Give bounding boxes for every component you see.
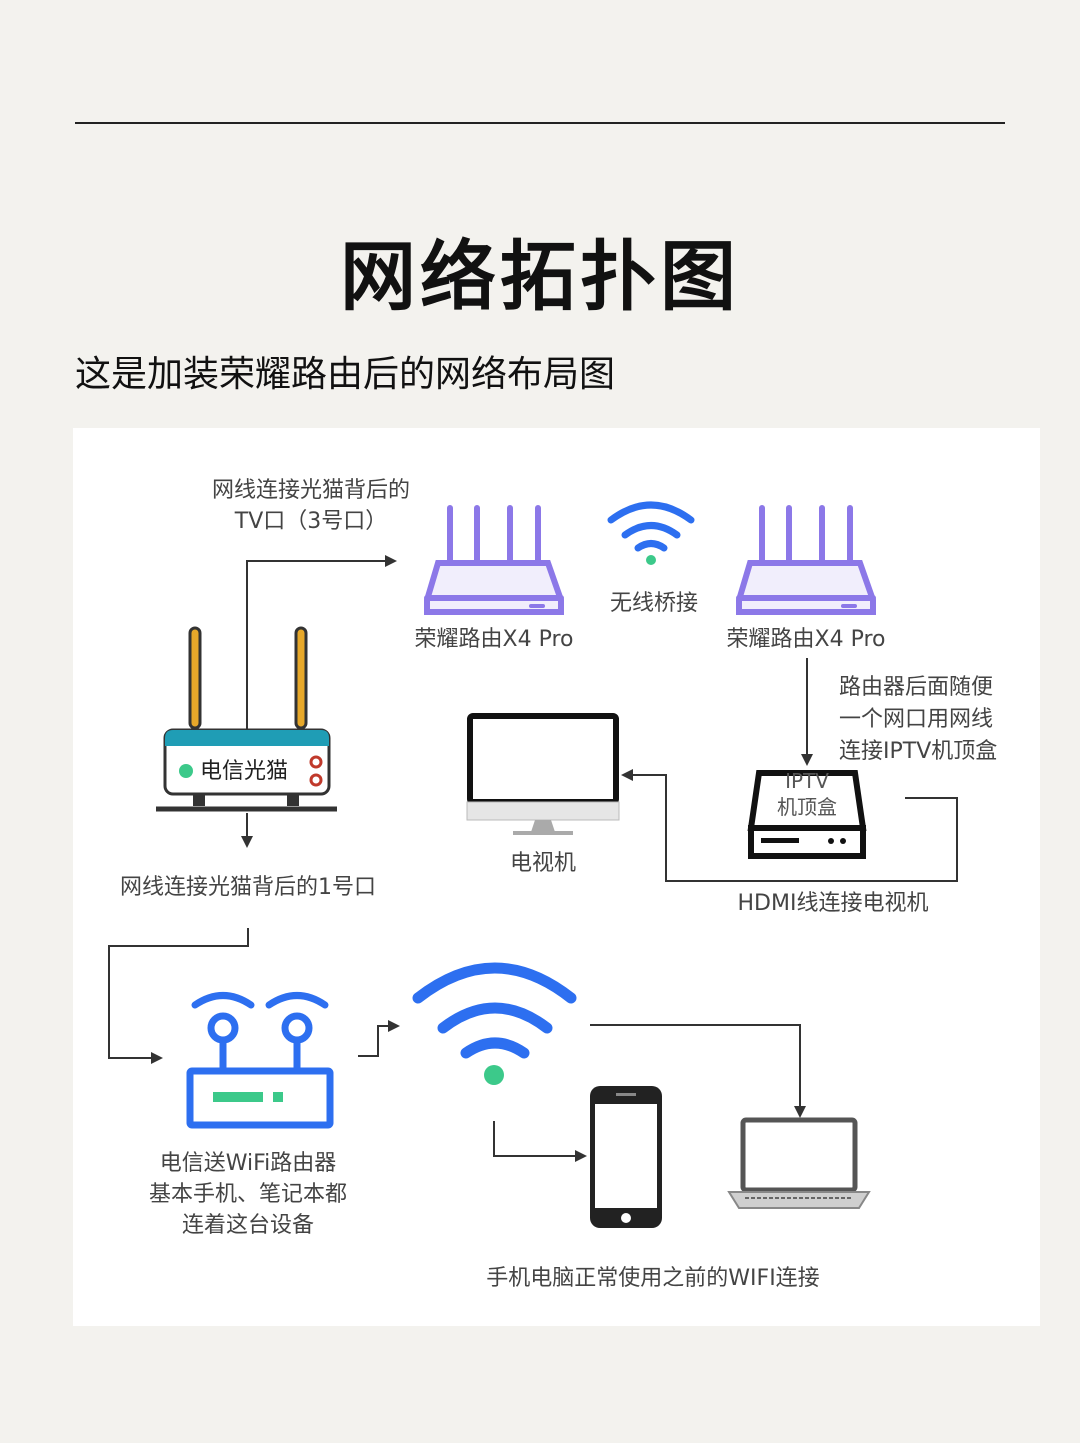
router-a-label: 荣耀路由X4 Pro — [414, 627, 574, 652]
iptv-box-label-line1: IPTV — [785, 769, 829, 793]
telecom-router-label-line2: 基本手机、笔记本都 — [148, 1182, 347, 1207]
previous-wifi-label: 手机电脑正常使用之前的WIFI连接 — [486, 1266, 820, 1291]
tv-icon — [466, 713, 620, 835]
diagram-canvas — [108, 501, 958, 1228]
tv-port-label-line2: TV口（3号口） — [234, 509, 388, 534]
router-icon — [424, 505, 564, 615]
port1-to-telecom-router-line — [108, 928, 249, 1064]
router-b-label: 荣耀路由X4 Pro — [726, 627, 886, 652]
router-note-line2: 一个网口用网线 — [839, 707, 994, 732]
iptv-box-icon — [747, 770, 867, 859]
hdmi-label: HDMI线连接电视机 — [737, 891, 929, 916]
telecom-router-to-wifi-line — [358, 1020, 400, 1057]
topology-diagram: 网线连接光猫背后的 TV口（3号口） 荣耀路由X4 Pro 无线桥接 荣耀路由X… — [73, 428, 1040, 1326]
phone-icon — [590, 1086, 662, 1228]
connection-lines — [108, 555, 958, 1162]
modem-icon — [156, 626, 337, 812]
iptv-box-label-line2: 机顶盒 — [777, 795, 837, 819]
router-icon — [736, 505, 876, 615]
wifi-to-laptop-line — [590, 1024, 806, 1118]
telecom-router-label-line3: 连着这台设备 — [181, 1213, 314, 1238]
wireless-bridge-label: 无线桥接 — [609, 591, 698, 616]
router-note-line1: 路由器后面随便 — [839, 675, 994, 700]
wifi-to-phone-line — [493, 1121, 587, 1162]
modem-label: 电信光猫 — [200, 759, 289, 784]
top-divider — [75, 122, 1005, 124]
port1-label: 网线连接光猫背后的1号口 — [120, 875, 376, 900]
wifi-icon — [412, 962, 577, 1085]
tv-port-label-line1: 网线连接光猫背后的 — [211, 478, 410, 503]
tv-label: 电视机 — [509, 851, 576, 876]
router-note-line3: 连接IPTV机顶盒 — [839, 739, 998, 764]
page-subtitle: 这是加装荣耀路由后的网络布局图 — [75, 354, 616, 395]
laptop-icon — [727, 1117, 871, 1209]
telecom-router-label-line1: 电信送WiFi路由器 — [159, 1151, 337, 1176]
telecom-router-icon — [186, 992, 334, 1129]
page-title: 网络拓扑图 — [340, 232, 740, 321]
wifi-bridge-icon — [607, 501, 695, 565]
modem-to-router-line — [246, 555, 397, 733]
hdmi-line — [621, 769, 958, 882]
